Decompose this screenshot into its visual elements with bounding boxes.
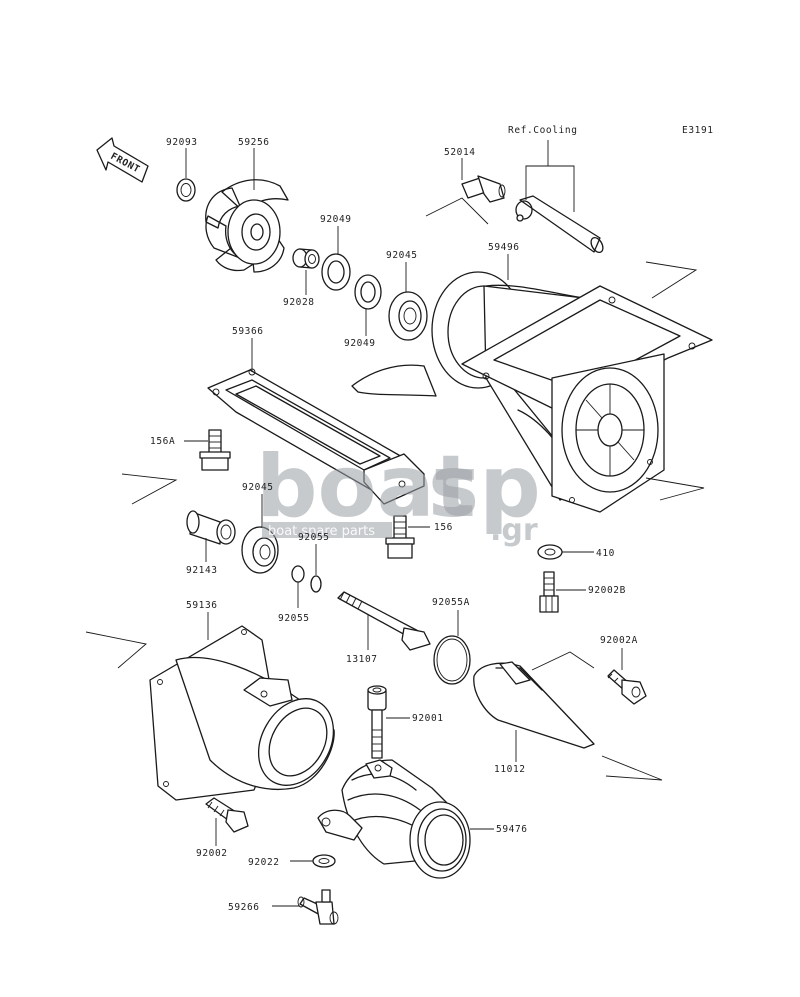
watermark-brand: boat xyxy=(256,437,476,537)
washer-92022 xyxy=(290,854,336,868)
o-ring-92055-b xyxy=(291,565,305,608)
impeller-59256 xyxy=(205,148,289,273)
front-arrow-icon: FRONT xyxy=(96,137,149,183)
label-156: 156 xyxy=(434,522,453,533)
shaft-13107 xyxy=(337,591,431,651)
label-156A: 156A xyxy=(150,436,175,447)
o-ring-92055A xyxy=(433,610,471,685)
bolt-156 xyxy=(385,515,430,559)
label-92002: 92002 xyxy=(196,848,228,859)
label-92002A: 92002A xyxy=(600,635,638,646)
o-ring-92055-a xyxy=(310,544,322,593)
seal-92049-a xyxy=(321,226,351,291)
label-13107: 13107 xyxy=(346,654,378,665)
label-92049-a: 92049 xyxy=(320,214,352,225)
label-92045-b: 92045 xyxy=(242,482,274,493)
fitting-59266 xyxy=(272,889,339,925)
label-59136: 59136 xyxy=(186,600,218,611)
label-11012: 11012 xyxy=(494,764,526,775)
bearing-92045-lower xyxy=(241,494,279,574)
seal-92049-b xyxy=(354,274,382,336)
label-92055-a: 92055 xyxy=(298,532,330,543)
sleeve-92143 xyxy=(121,473,236,562)
bushing-92028 xyxy=(292,248,320,295)
label-59256: 59256 xyxy=(238,137,270,148)
label-ref-cooling: Ref.Cooling xyxy=(508,125,578,136)
watermark-tld: .gr xyxy=(490,513,538,548)
pump-housing-59496 xyxy=(351,254,713,513)
label-92002B: 92002B xyxy=(588,585,626,596)
label-59476: 59476 xyxy=(496,824,528,835)
label-92045-a: 92045 xyxy=(386,250,418,261)
cooling-hose xyxy=(515,140,604,254)
watermark-tagline: boat spare parts xyxy=(268,524,375,539)
nozzle-59136 xyxy=(85,612,335,801)
label-410: 410 xyxy=(596,548,615,559)
label-92049-b: 92049 xyxy=(344,338,376,349)
label-92093: 92093 xyxy=(166,137,198,148)
fitting-52014 xyxy=(425,158,506,225)
bolt-92002 xyxy=(205,797,249,846)
bolt-92001 xyxy=(367,685,410,759)
washer-92093 xyxy=(176,148,196,202)
label-92001: 92001 xyxy=(412,713,444,724)
bolt-92002A xyxy=(607,648,647,705)
label-92055-b: 92055 xyxy=(278,613,310,624)
bolt-92002B xyxy=(539,571,586,613)
label-92028: 92028 xyxy=(283,297,315,308)
watermark: boat sp .gr boat spare parts xyxy=(256,437,541,548)
label-59496: 59496 xyxy=(488,242,520,253)
washer-410 xyxy=(537,544,594,560)
label-92143: 92143 xyxy=(186,565,218,576)
label-59266: 59266 xyxy=(228,902,260,913)
watermark-brand2: sp xyxy=(428,437,541,537)
label-92055A: 92055A xyxy=(432,597,470,608)
bearing-92045-top xyxy=(388,262,428,341)
label-92022: 92022 xyxy=(248,857,280,868)
label-52014: 52014 xyxy=(444,147,476,158)
bolt-156A xyxy=(184,429,231,471)
reduction-nozzle-59476 xyxy=(317,759,494,879)
label-59366: 59366 xyxy=(232,326,264,337)
diagram-code: E3191 xyxy=(682,125,714,136)
plate-59366 xyxy=(207,338,425,505)
deflector-11012 xyxy=(473,651,663,781)
